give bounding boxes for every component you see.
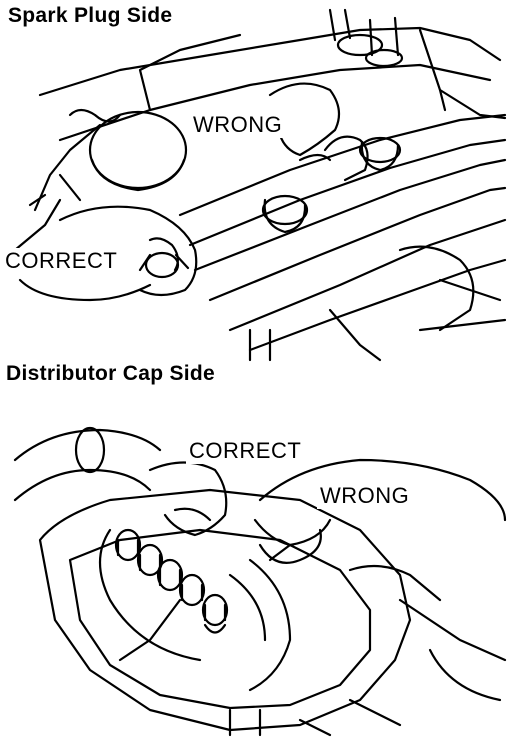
spark-plug-side-illustration (13, 8, 507, 362)
wrong-hand (258, 458, 507, 522)
cap-terminals (114, 528, 229, 634)
plug-well (358, 136, 402, 164)
hose (13, 428, 162, 462)
oil-fill-cap (368, 16, 400, 57)
cylinder-head-outline (38, 26, 502, 97)
spark-plug-correct-label: CORRECT (2, 248, 121, 274)
cap-dome (88, 110, 188, 190)
distributor-cap-side-illustration (13, 426, 507, 737)
rail-upper (178, 113, 507, 217)
spark-plug-side-heading: Spark Plug Side (8, 4, 173, 27)
spark-plug-wrong-label: WRONG (190, 112, 286, 138)
plug-well (261, 194, 309, 226)
correct-hand (58, 205, 198, 297)
distributor-cap-side-heading: Distributor Cap Side (6, 362, 216, 385)
wrong-hand (268, 82, 341, 157)
correct-hand (148, 461, 228, 537)
distributor-wrong-label: WRONG (317, 483, 413, 509)
distributor-housing (38, 488, 412, 732)
distributor-correct-label: CORRECT (186, 438, 305, 464)
